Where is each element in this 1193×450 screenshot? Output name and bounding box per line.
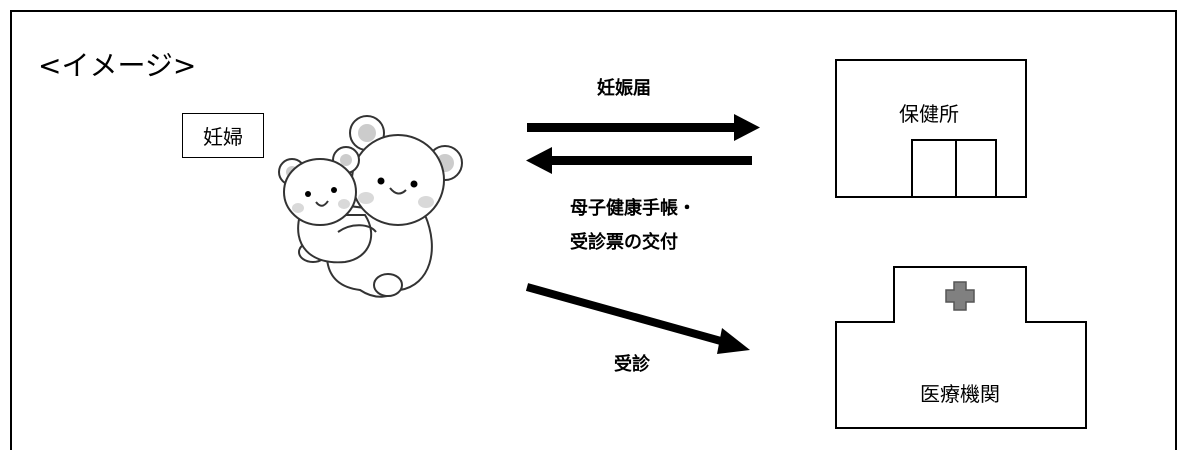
arrow-handbook-issue xyxy=(526,147,752,174)
health-center-building xyxy=(835,59,1027,198)
diagram-canvas xyxy=(278,59,1087,429)
arrow-pregnancy-report xyxy=(527,114,760,141)
diagram-frame xyxy=(10,10,1177,450)
arrow-consultation xyxy=(525,283,750,354)
handbook-issue-line2: 受診票の交付 xyxy=(570,232,678,253)
hospital-label: 医療機関 xyxy=(920,382,1000,406)
pregnant-woman-label: 妊婦 xyxy=(203,125,243,149)
big-bear-head xyxy=(351,134,445,226)
consultation-label: 受診 xyxy=(614,354,650,375)
hospital-building xyxy=(835,266,1087,429)
handbook-issue-line1: 母子健康手帳・ xyxy=(570,198,696,219)
health-center-label: 保健所 xyxy=(899,102,959,126)
pregnant-woman-box: 妊婦 xyxy=(182,113,264,158)
handbook-issue-label: 母子健康手帳・ 受診票の交付 xyxy=(570,192,696,260)
cub-head xyxy=(283,158,357,226)
bear-illustration xyxy=(278,115,463,298)
health-center-door xyxy=(911,139,997,198)
big-bear-right-foot xyxy=(373,273,403,297)
pregnancy-report-label: 妊娠届 xyxy=(597,78,651,99)
diagram-title: <イメージ> xyxy=(38,49,197,82)
medical-cross-icon xyxy=(945,281,975,311)
